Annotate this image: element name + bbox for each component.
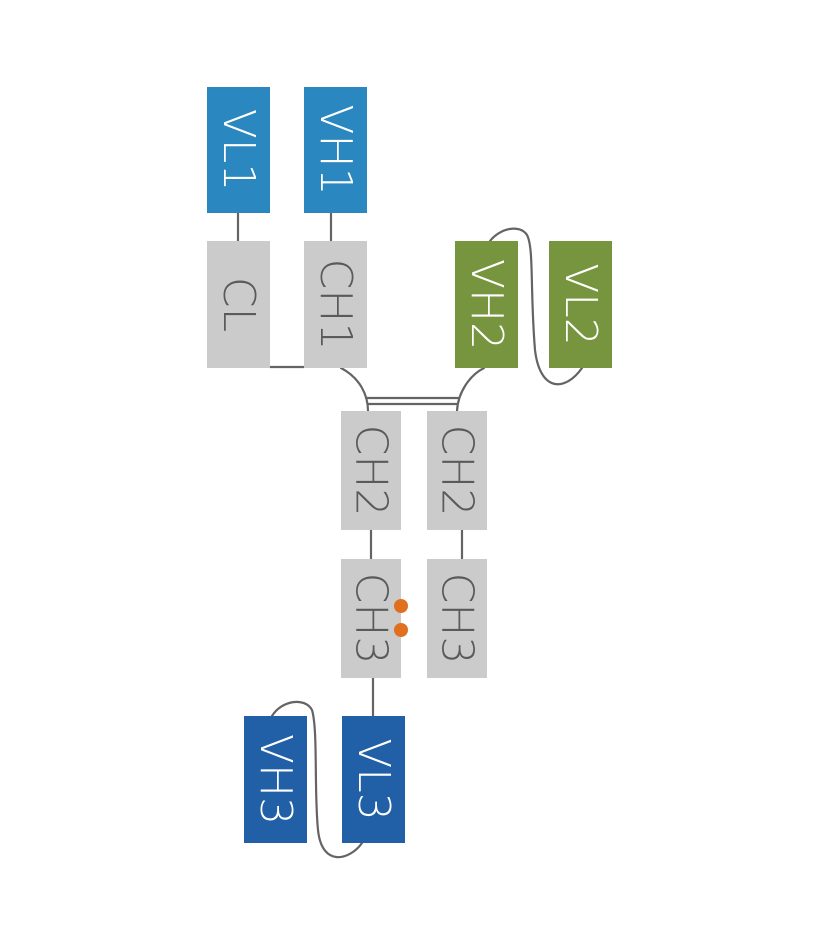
domain-vl3: VL3 bbox=[342, 716, 405, 843]
domain-label: CH3 bbox=[432, 573, 483, 665]
domain-box bbox=[304, 241, 367, 368]
connectors bbox=[236, 211, 584, 859]
domain-vh2: VH2 bbox=[455, 241, 518, 368]
domain-label: CL bbox=[213, 277, 264, 332]
domain-box bbox=[207, 241, 270, 368]
domain-label: CH1 bbox=[310, 259, 361, 351]
domain-label: VH1 bbox=[310, 104, 361, 195]
domain-label: CH2 bbox=[346, 425, 397, 517]
domain-ch2a: CH2 bbox=[341, 411, 401, 530]
domain-vl1: VL1 bbox=[207, 87, 270, 213]
domain-vh1: VH1 bbox=[304, 87, 367, 213]
domain-box bbox=[341, 559, 401, 678]
domain-cl: CL bbox=[207, 241, 270, 368]
knob-mutation-dot bbox=[394, 623, 408, 637]
scfv-linker-vl3-vh3 bbox=[270, 700, 364, 859]
hinge-ch1-ch2 bbox=[339, 366, 370, 413]
domain-label: VH3 bbox=[250, 734, 301, 825]
domain-box bbox=[341, 411, 401, 530]
knob-mutation-dot bbox=[394, 599, 408, 613]
domain-box bbox=[342, 716, 405, 843]
knob-mutations bbox=[394, 599, 408, 637]
domain-ch1: CH1 bbox=[304, 241, 367, 368]
domain-label: CH3 bbox=[346, 573, 397, 665]
domain-ch3b: CH3 bbox=[427, 559, 487, 678]
domain-label: CH2 bbox=[432, 425, 483, 517]
domain-ch2b: CH2 bbox=[427, 411, 487, 530]
domain-label: VL3 bbox=[348, 738, 399, 821]
domain-box bbox=[244, 716, 307, 843]
hinge-vh2-ch2 bbox=[455, 366, 486, 413]
domain-box bbox=[427, 411, 487, 530]
domain-box bbox=[207, 87, 270, 213]
domain-box bbox=[455, 241, 518, 368]
domain-ch3a: CH3 bbox=[341, 559, 401, 678]
domain-vl2: VL2 bbox=[549, 241, 612, 368]
domain-box bbox=[427, 559, 487, 678]
domain-box bbox=[304, 87, 367, 213]
domain-box bbox=[549, 241, 612, 368]
domain-label: VL1 bbox=[213, 109, 264, 192]
scfv-linker-vh2-vl2 bbox=[488, 227, 584, 386]
domain-vh3: VH3 bbox=[244, 716, 307, 843]
domain-label: VH2 bbox=[461, 259, 512, 350]
domain-label: VL2 bbox=[555, 263, 606, 346]
